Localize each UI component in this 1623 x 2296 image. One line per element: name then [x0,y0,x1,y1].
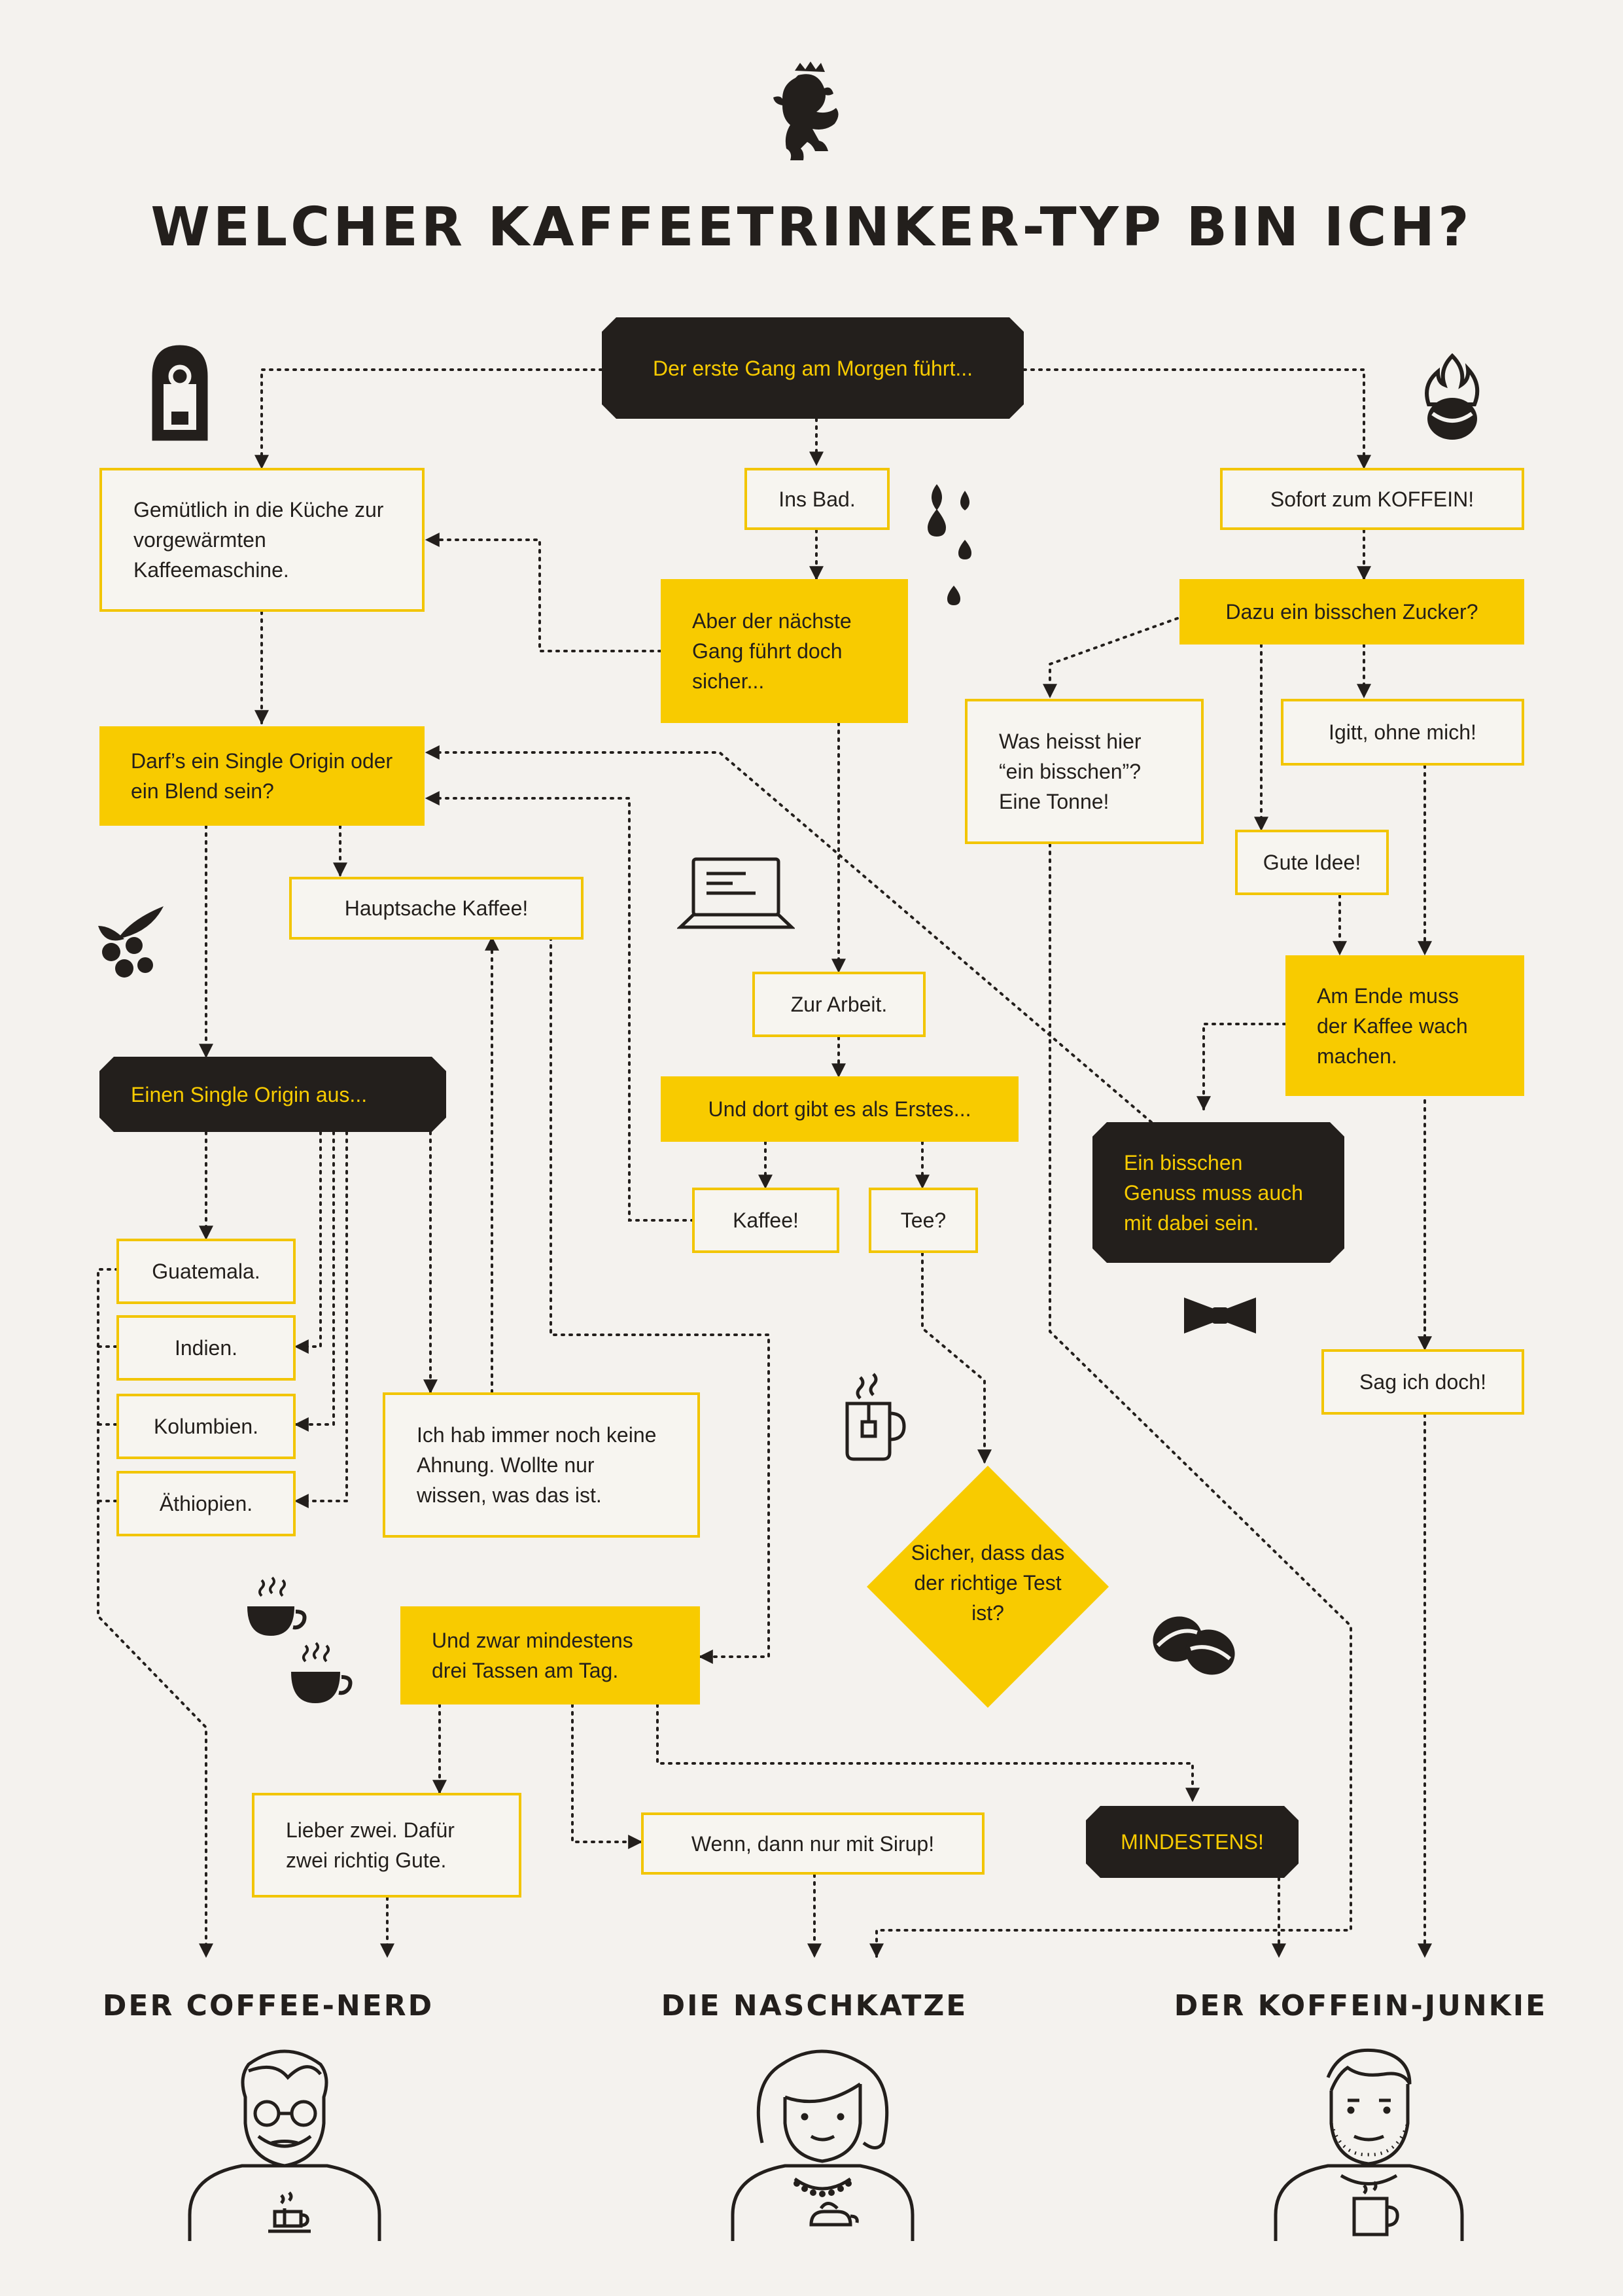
connector [294,1131,322,1354]
connector [425,533,662,652]
page-title: WELCHER KAFFEETRINKER-TYP BIN ICH? [150,196,1473,258]
question-box-naechster-gang: Aber der nächste Gang führt doch sicher.… [661,579,908,723]
answer-box-lieber-zwei: Lieber zwei. Dafür zwei richtig Gute. [252,1793,521,1898]
answer-box-tee: Tee? [869,1188,978,1253]
result-title-junkie: DER KOFFEIN-JUNKIE [1174,1989,1548,2022]
connector [869,843,1352,1958]
answer-box-hauptsache: Hauptsache Kaffee! [289,877,584,940]
question-box-erstes: Und dort gibt es als Erstes... [661,1076,1019,1142]
coffee-machine-icon [152,345,208,441]
connector [571,1703,643,1849]
answer-box-kaffee: Kaffee! [692,1188,839,1253]
question-box-single-origin-aus: Einen Single Origin aus... [99,1057,446,1132]
answer-box-gute-idee: Gute Idee! [1235,830,1389,895]
burning-bean-icon [1425,353,1480,440]
question-box-wach: Am Ende muss der Kaffee wach machen. [1285,955,1524,1096]
answer-box-genuss: Ein bisschen Genuss muss auch mit dabei … [1092,1122,1344,1263]
connector [294,1131,348,1508]
naschkatze-avatar [731,2049,915,2241]
coffee-branch-icon [98,906,164,978]
answer-box-sag-ich-doch: Sag ich doch! [1321,1349,1524,1415]
answer-box-kueche: Gemütlich in die Küche zur vorgewärmten … [99,468,425,612]
answer-box-koffein: Sofort zum KOFFEIN! [1220,468,1524,530]
connector [97,1268,213,1958]
answer-box-bisschen: Was heisst hier “ein bisschen”? Eine Ton… [965,699,1204,844]
coffee-cups-icon [247,1576,353,1703]
answer-box-indien: Indien. [116,1315,296,1381]
connector [425,791,695,1222]
connector [1196,1023,1287,1111]
answer-box-aethiopien: Äthiopien. [116,1471,296,1536]
connector [254,368,603,470]
coffee-nerd-avatar [188,2049,381,2241]
answer-box-kolumbien: Kolumbien. [116,1394,296,1459]
tea-mug-icon [845,1373,906,1461]
answer-box-bad: Ins Bad. [744,468,890,530]
lion-crest-icon [773,62,839,160]
connector [1022,368,1371,470]
question-diamond-tee-test: Sicher, dass das der richtige Test ist? [867,1466,1109,1708]
laptop-icon [677,857,795,929]
connector [294,1131,335,1432]
connector [656,1703,1200,1803]
question-box-single-origin: Darf’s ein Single Origin oder ein Blend … [99,726,425,826]
answer-box-ohne-mich: Igitt, ohne mich! [1281,699,1524,766]
connector [550,936,770,1664]
result-title-nerd: DER COFFEE-NERD [102,1989,434,2022]
start-question-box: Der erste Gang am Morgen führt... [602,317,1024,419]
answer-box-sirup: Wenn, dann nur mit Sirup! [641,1812,985,1875]
bow-tie-icon [1184,1298,1256,1333]
connector [1043,617,1179,699]
connector [425,745,1153,1123]
coffee-beans-icon [1153,1616,1235,1675]
question-box-drei-tassen: Und zwar mindestens drei Tassen am Tag. [400,1606,700,1704]
result-title-naschkatze: DIE NASCHKATZE [661,1989,968,2022]
water-drops-icon [928,484,971,605]
diamond-text: Sicher, dass das der richtige Test ist? [911,1541,1065,1625]
answer-box-arbeit: Zur Arbeit. [752,972,926,1037]
question-box-zucker: Dazu ein bisschen Zucker? [1179,579,1524,645]
answer-box-mindestens: MINDESTENS! [1086,1806,1299,1878]
answer-box-guatemala: Guatemala. [116,1239,296,1304]
koffein-junkie-avatar [1274,2048,1464,2241]
connector [921,1252,992,1464]
answer-box-ahnung: Ich hab immer noch keine Ahnung. Wollte … [383,1392,700,1538]
